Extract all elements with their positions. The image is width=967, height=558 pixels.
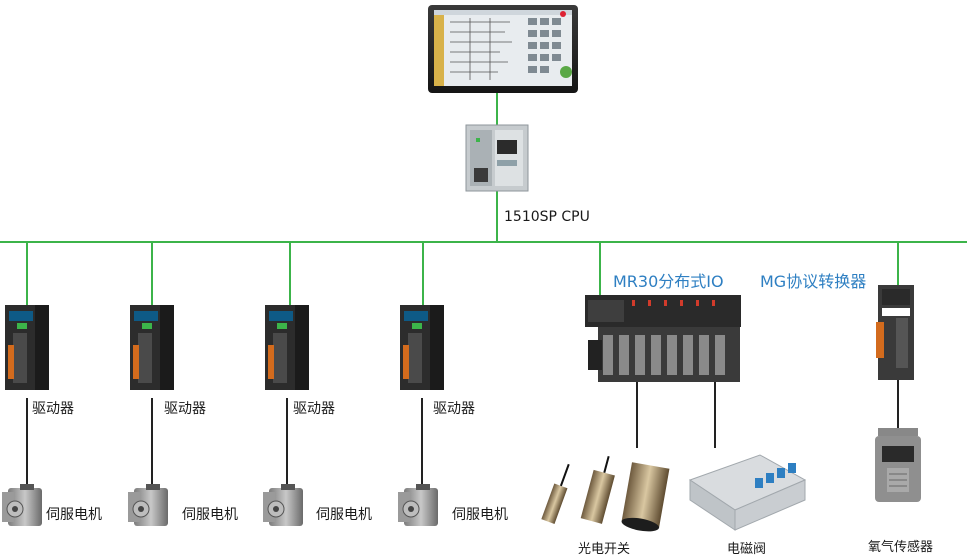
- servo-motors: [2, 484, 438, 526]
- oxygen-sensor-label: 氧气传感器: [868, 540, 934, 555]
- drive-label: 驱动器: [164, 401, 206, 417]
- motor-label: 伺服电机: [452, 507, 508, 523]
- io-title: MR30分布式IO: [613, 272, 724, 291]
- oxygen-sensor: [875, 428, 921, 502]
- network-lines: [0, 93, 967, 305]
- motor-label: 伺服电机: [46, 507, 102, 523]
- gateway-module: [876, 285, 914, 380]
- gateway-title: MG协议转换器: [760, 272, 867, 291]
- drive-units: [5, 305, 444, 390]
- motor-label: 伺服电机: [182, 507, 238, 523]
- photoelectric-sensors: [541, 456, 670, 532]
- sensor-label: 光电开关: [578, 542, 631, 557]
- valve-label: 电磁阀: [727, 542, 767, 557]
- drive-label: 驱动器: [433, 401, 475, 417]
- distributed-io-module: [585, 295, 741, 382]
- hmi-panel: [428, 5, 578, 93]
- cpu-label: 1510SP CPU: [504, 209, 590, 225]
- drive-label: 驱动器: [32, 401, 74, 417]
- drive-label: 驱动器: [293, 401, 335, 417]
- cpu-module: [465, 124, 529, 192]
- solenoid-valve: [688, 454, 807, 531]
- device-wires: [26, 372, 899, 486]
- motor-label: 伺服电机: [316, 507, 372, 523]
